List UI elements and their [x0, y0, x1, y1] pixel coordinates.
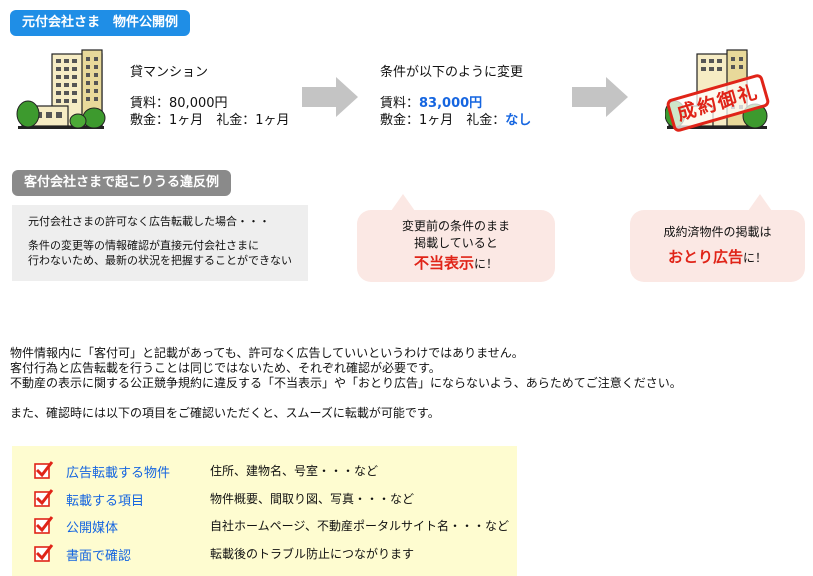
- bubble1-line1: 変更前の条件のまま: [401, 219, 510, 233]
- rent-value-changed: 83,000円: [419, 96, 483, 111]
- rent-value: 80,000円: [169, 96, 228, 111]
- bubble-tail: [748, 194, 772, 211]
- rent-label: 賃料：: [130, 96, 170, 111]
- bubble2-result: おとり広告に！: [630, 249, 805, 267]
- notice-line-1: 物件情報内に「客付可」と記載があっても、許可なく広告していいというわけではありま…: [10, 346, 524, 360]
- right-arrow-icon: [572, 77, 628, 117]
- bait-ad-term: おとり広告: [667, 248, 743, 266]
- checkbox-checked-icon: [34, 544, 54, 562]
- notice-line-2: 客付行為と広告転載を行うことは同じではないため、それぞれ確認が必要です。: [10, 361, 441, 375]
- violation-description-box: 元付会社さまの許可なく広告転載した場合・・・ 条件の変更等の情報確認が直接元付会…: [12, 205, 308, 281]
- condition-change-title: 条件が以下のように変更: [380, 65, 524, 80]
- right-arrow-icon: [302, 77, 358, 117]
- checkbox-checked-icon: [34, 489, 54, 507]
- property-type: 貸マンション: [130, 65, 209, 80]
- bubble-tail: [391, 194, 415, 211]
- checklist-label: 広告転載する物件: [66, 466, 171, 481]
- checklist-description: 住所、建物名、号室・・・など: [210, 464, 379, 478]
- bait-ad-bubble: 成約済物件の掲載は おとり広告に！: [630, 194, 805, 282]
- checklist-label: 転載する項目: [66, 494, 145, 509]
- notice-line-4: また、確認時には以下の項目をご確認いただくと、スムーズに転載が可能です。: [10, 406, 440, 420]
- checklist-box: 広告転載する物件 住所、建物名、号室・・・など 転載する項目 物件概要、間取り図…: [12, 446, 517, 576]
- checklist-label: 公開媒体: [66, 521, 119, 536]
- checklist-description: 物件概要、間取り図、写真・・・など: [210, 492, 415, 506]
- rent-original: 賃料：80,000円: [130, 94, 228, 113]
- checklist-item: 広告転載する物件 住所、建物名、号室・・・など: [34, 460, 524, 482]
- bubble2-line1: 成約済物件の掲載は: [663, 225, 772, 239]
- checklist-description: 転載後のトラブル防止につながります: [210, 547, 415, 561]
- misleading-display-term: 不当表示: [413, 254, 474, 272]
- notice-line-3: 不動産の表示に関する公正競争規約に違反する「不当表示」や「おとり広告」にならない…: [10, 376, 682, 390]
- terms-prefix: 敷金：1ヶ月 礼金：: [380, 113, 506, 128]
- apartment-building-icon: [16, 49, 106, 129]
- bubble1-suffix: に！: [474, 257, 499, 271]
- deposit-key-money: 敷金：1ヶ月 礼金：1ヶ月: [130, 113, 290, 128]
- violation-reason-line2: 行わないため、最新の状況を把握することができない: [28, 254, 292, 267]
- checklist-item: 書面で確認 転載後のトラブル防止につながります: [34, 543, 524, 565]
- rent-changed: 賃料：83,000円: [380, 94, 482, 113]
- violation-reason-line1: 条件の変更等の情報確認が直接元付会社さまに: [28, 239, 259, 252]
- checklist-item: 公開媒体 自社ホームページ、不動産ポータルサイト名・・・など: [34, 515, 524, 537]
- violation-case: 元付会社さまの許可なく広告転載した場合・・・: [28, 215, 270, 228]
- checkbox-checked-icon: [34, 516, 54, 534]
- bubble2-suffix: に！: [743, 251, 768, 265]
- checklist-description: 自社ホームページ、不動産ポータルサイト名・・・など: [210, 519, 510, 533]
- bubble1-result: 不当表示に！: [357, 255, 555, 273]
- rent-label: 賃料：: [380, 96, 420, 111]
- deposit-key-money-changed: 敷金：1ヶ月 礼金：なし: [380, 111, 531, 130]
- checkbox-checked-icon: [34, 461, 54, 479]
- checklist-label: 書面で確認: [66, 549, 132, 564]
- page-title: 元付会社さま 物件公開例: [10, 10, 191, 36]
- violation-section-title: 客付会社さまで起こりうる違反例: [12, 170, 232, 196]
- key-money-changed: なし: [505, 113, 532, 128]
- bubble1-line2: 掲載していると: [414, 236, 498, 250]
- misleading-display-bubble: 変更前の条件のまま 掲載していると 不当表示に！: [357, 194, 555, 282]
- checklist-item: 転載する項目 物件概要、間取り図、写真・・・など: [34, 488, 524, 510]
